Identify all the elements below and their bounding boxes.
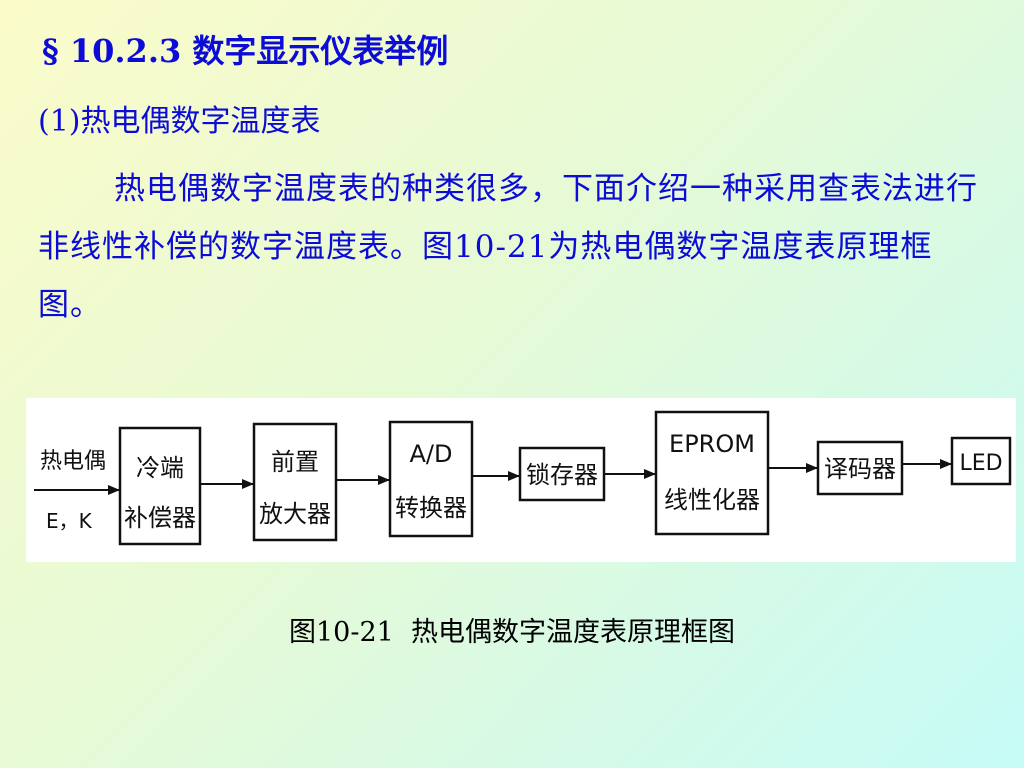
- body-paragraph: 热电偶数字温度表的种类很多，下面介绍一种采用查表法进行非线性补偿的数字温度表。图…: [38, 160, 990, 334]
- block-led-line-1: LED: [959, 451, 1002, 476]
- block-preamplifier-line-2: 放大器: [259, 500, 331, 528]
- block-ad-converter-line-1: A/D: [410, 440, 453, 468]
- section-heading: § 10.2.3 数字显示仪表举例: [42, 32, 449, 70]
- block-cold-junction-compensator-line-2: 补偿器: [124, 504, 196, 532]
- block-latch-line-1: 锁存器: [526, 461, 598, 489]
- block-diagram-svg: 热电偶 E，K 冷端 补偿器 前置 放大器 A/D 转换器 锁存器 EPROM …: [34, 410, 1012, 546]
- block-preamplifier-line-1: 前置: [271, 448, 319, 476]
- figure-caption: 图10-21 热电偶数字温度表原理框图: [288, 617, 735, 648]
- subsection-heading: (1)热电偶数字温度表: [38, 104, 321, 139]
- block-led: [950, 436, 1012, 486]
- input-label-line-2: E，K: [46, 509, 93, 533]
- block-ad-converter: [388, 420, 474, 538]
- block-eprom-linearizer-line-1: EPROM: [669, 430, 755, 458]
- block-eprom-linearizer: [654, 410, 770, 536]
- block-decoder: [816, 440, 904, 496]
- block-ad-converter-line-2: 转换器: [395, 494, 467, 522]
- block-decoder-line-1: 译码器: [824, 455, 896, 483]
- block-eprom-linearizer-line-2: 线性化器: [664, 486, 760, 514]
- block-cold-junction-compensator-line-1: 冷端: [136, 454, 184, 482]
- body-paragraph-text: 热电偶数字温度表的种类很多，下面介绍一种采用查表法进行非线性补偿的数字温度表。图…: [38, 171, 978, 323]
- block-diagram: 热电偶 E，K 冷端 补偿器 前置 放大器 A/D 转换器 锁存器 EPROM …: [26, 398, 1016, 562]
- block-preamplifier: [252, 422, 338, 542]
- block-cold-junction-compensator: [118, 426, 202, 546]
- input-label-line-1: 热电偶: [40, 449, 106, 474]
